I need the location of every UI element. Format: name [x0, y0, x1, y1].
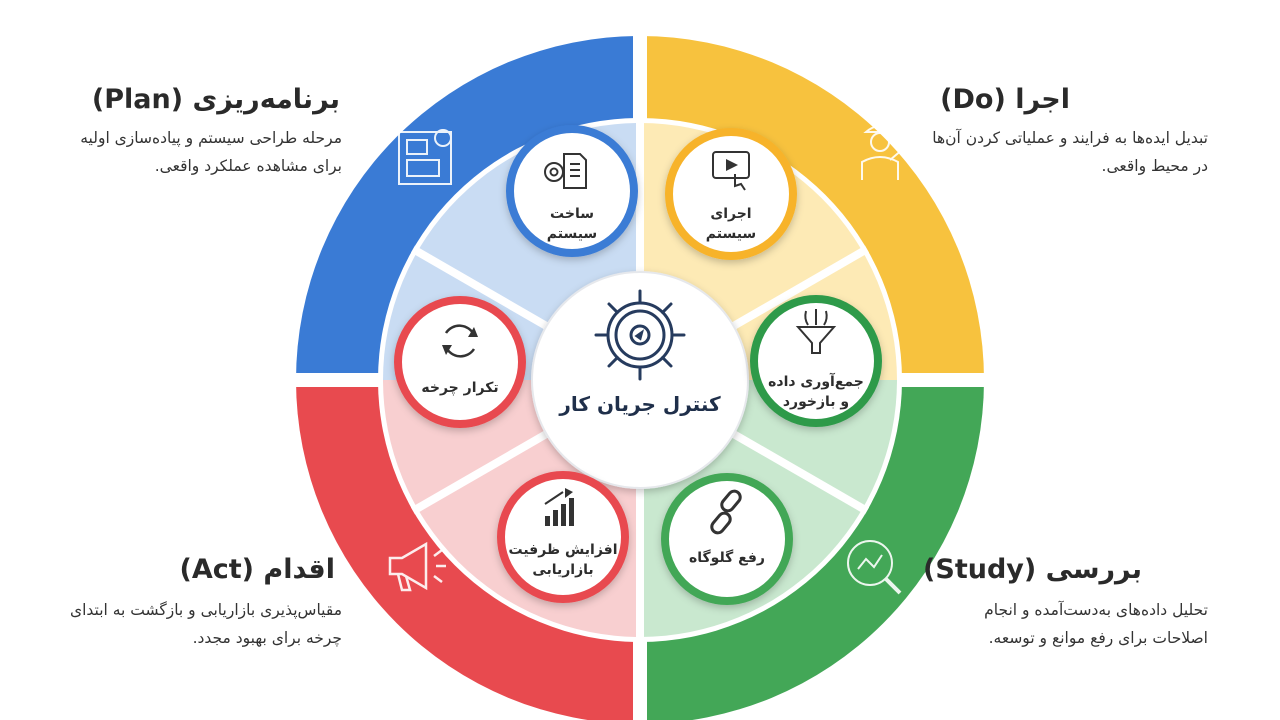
blueprint-icon [398, 129, 452, 185]
growth-chart-icon [544, 488, 574, 526]
node-label-line: رفع گلوگاه [689, 550, 765, 566]
node-label-line: سیستم [546, 226, 598, 242]
phase-do-description: تبدیل ایده‌ها به فرایند و عملیاتی کردن آ… [932, 129, 1208, 175]
node-label-build-system: ساخت سیستم [517, 204, 627, 244]
cycle-arrows-icon [442, 324, 478, 358]
phase-do-title: اجرا (Do) [940, 84, 1070, 115]
worker-growth-icon [861, 125, 922, 180]
megaphone-icon [388, 541, 446, 592]
node-remove-bottleneck [661, 473, 793, 605]
phase-act-title: اقدام (Act) [179, 554, 335, 585]
node-label-increase-marketing: افزایش ظرفیت بازاریابی [508, 540, 618, 580]
broken-chain-icon [710, 489, 742, 535]
funnel-icon [795, 309, 837, 354]
node-build-system [506, 125, 638, 257]
node-label-line: سیستم [705, 226, 757, 242]
node-collect-feedback [750, 295, 882, 427]
phase-study-description: تحلیل داده‌های به‌دست‌آمده و انجام اصلاح… [984, 601, 1208, 647]
phase-act-description: مقیاس‌پذیری بازاریابی و بازگشت به ابتدای… [69, 601, 342, 647]
node-label-line: تکرار چرخه [421, 380, 499, 396]
ship-wheel-icon [594, 289, 686, 381]
node-label-line: افزایش ظرفیت [508, 542, 618, 558]
node-label-run-system: اجرای سیستم [676, 204, 786, 244]
phase-plan-title: برنامه‌ریزی (Plan) [91, 84, 340, 115]
node-increase-marketing [497, 471, 629, 603]
node-label-line: بازاریابی [532, 562, 594, 578]
node-label-line: اجرای [710, 206, 752, 222]
node-label-line: ساخت [550, 206, 594, 222]
node-label-line: و بازخورد [782, 394, 850, 410]
center-title: کنترل جریان کار [559, 392, 721, 416]
phase-study-title: بررسی (Study) [923, 554, 1142, 585]
node-label-repeat-cycle: تکرار چرخه [405, 378, 515, 398]
document-gear-icon [544, 153, 587, 189]
magnifier-chart-icon [847, 540, 902, 595]
node-label-line: جمع‌آوری داده [768, 374, 864, 390]
node-label-collect-feedback: جمع‌آوری داده و بازخورد [761, 372, 871, 412]
video-touch-icon [712, 151, 750, 191]
node-label-remove-bottleneck: رفع گلوگاه [672, 548, 782, 568]
phase-plan-description: مرحله طراحی سیستم و پیاده‌سازی اولیه برا… [80, 129, 342, 175]
node-run-system [665, 128, 797, 260]
node-repeat-cycle [394, 296, 526, 428]
